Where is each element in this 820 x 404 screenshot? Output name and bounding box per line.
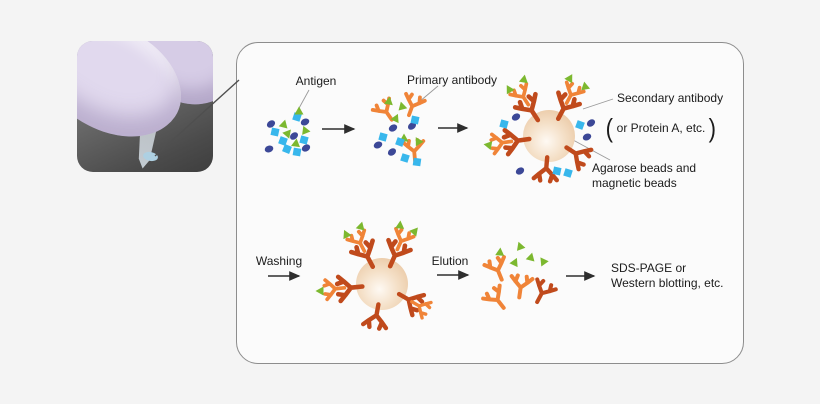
open-paren: ( — [605, 113, 614, 143]
antigen-label: Antigen — [295, 74, 337, 88]
washing-label: Washing — [255, 254, 303, 268]
secondary-antibody-label: Secondary antibody — [617, 91, 724, 105]
tube-photo — [77, 41, 213, 172]
primary-antibody-label: Primary antibody — [406, 73, 498, 87]
sds-page-label-line1: SDS-PAGE or — [611, 261, 687, 275]
beads-label: Agarose beads and magnetic beads — [592, 161, 696, 191]
beads-label-line2: magnetic beads — [592, 176, 677, 190]
sds-page-label: SDS-PAGE or Western blotting, etc. — [611, 261, 724, 291]
close-paren: ) — [709, 113, 717, 143]
elution-label: Elution — [431, 254, 469, 268]
sds-page-label-line2: Western blotting, etc. — [611, 276, 724, 290]
protein-a-note: ( or Protein A, etc. ) — [605, 115, 717, 141]
beads-label-line1: Agarose beads and — [592, 161, 697, 175]
protein-a-note-text: or Protein A, etc. — [616, 121, 706, 135]
